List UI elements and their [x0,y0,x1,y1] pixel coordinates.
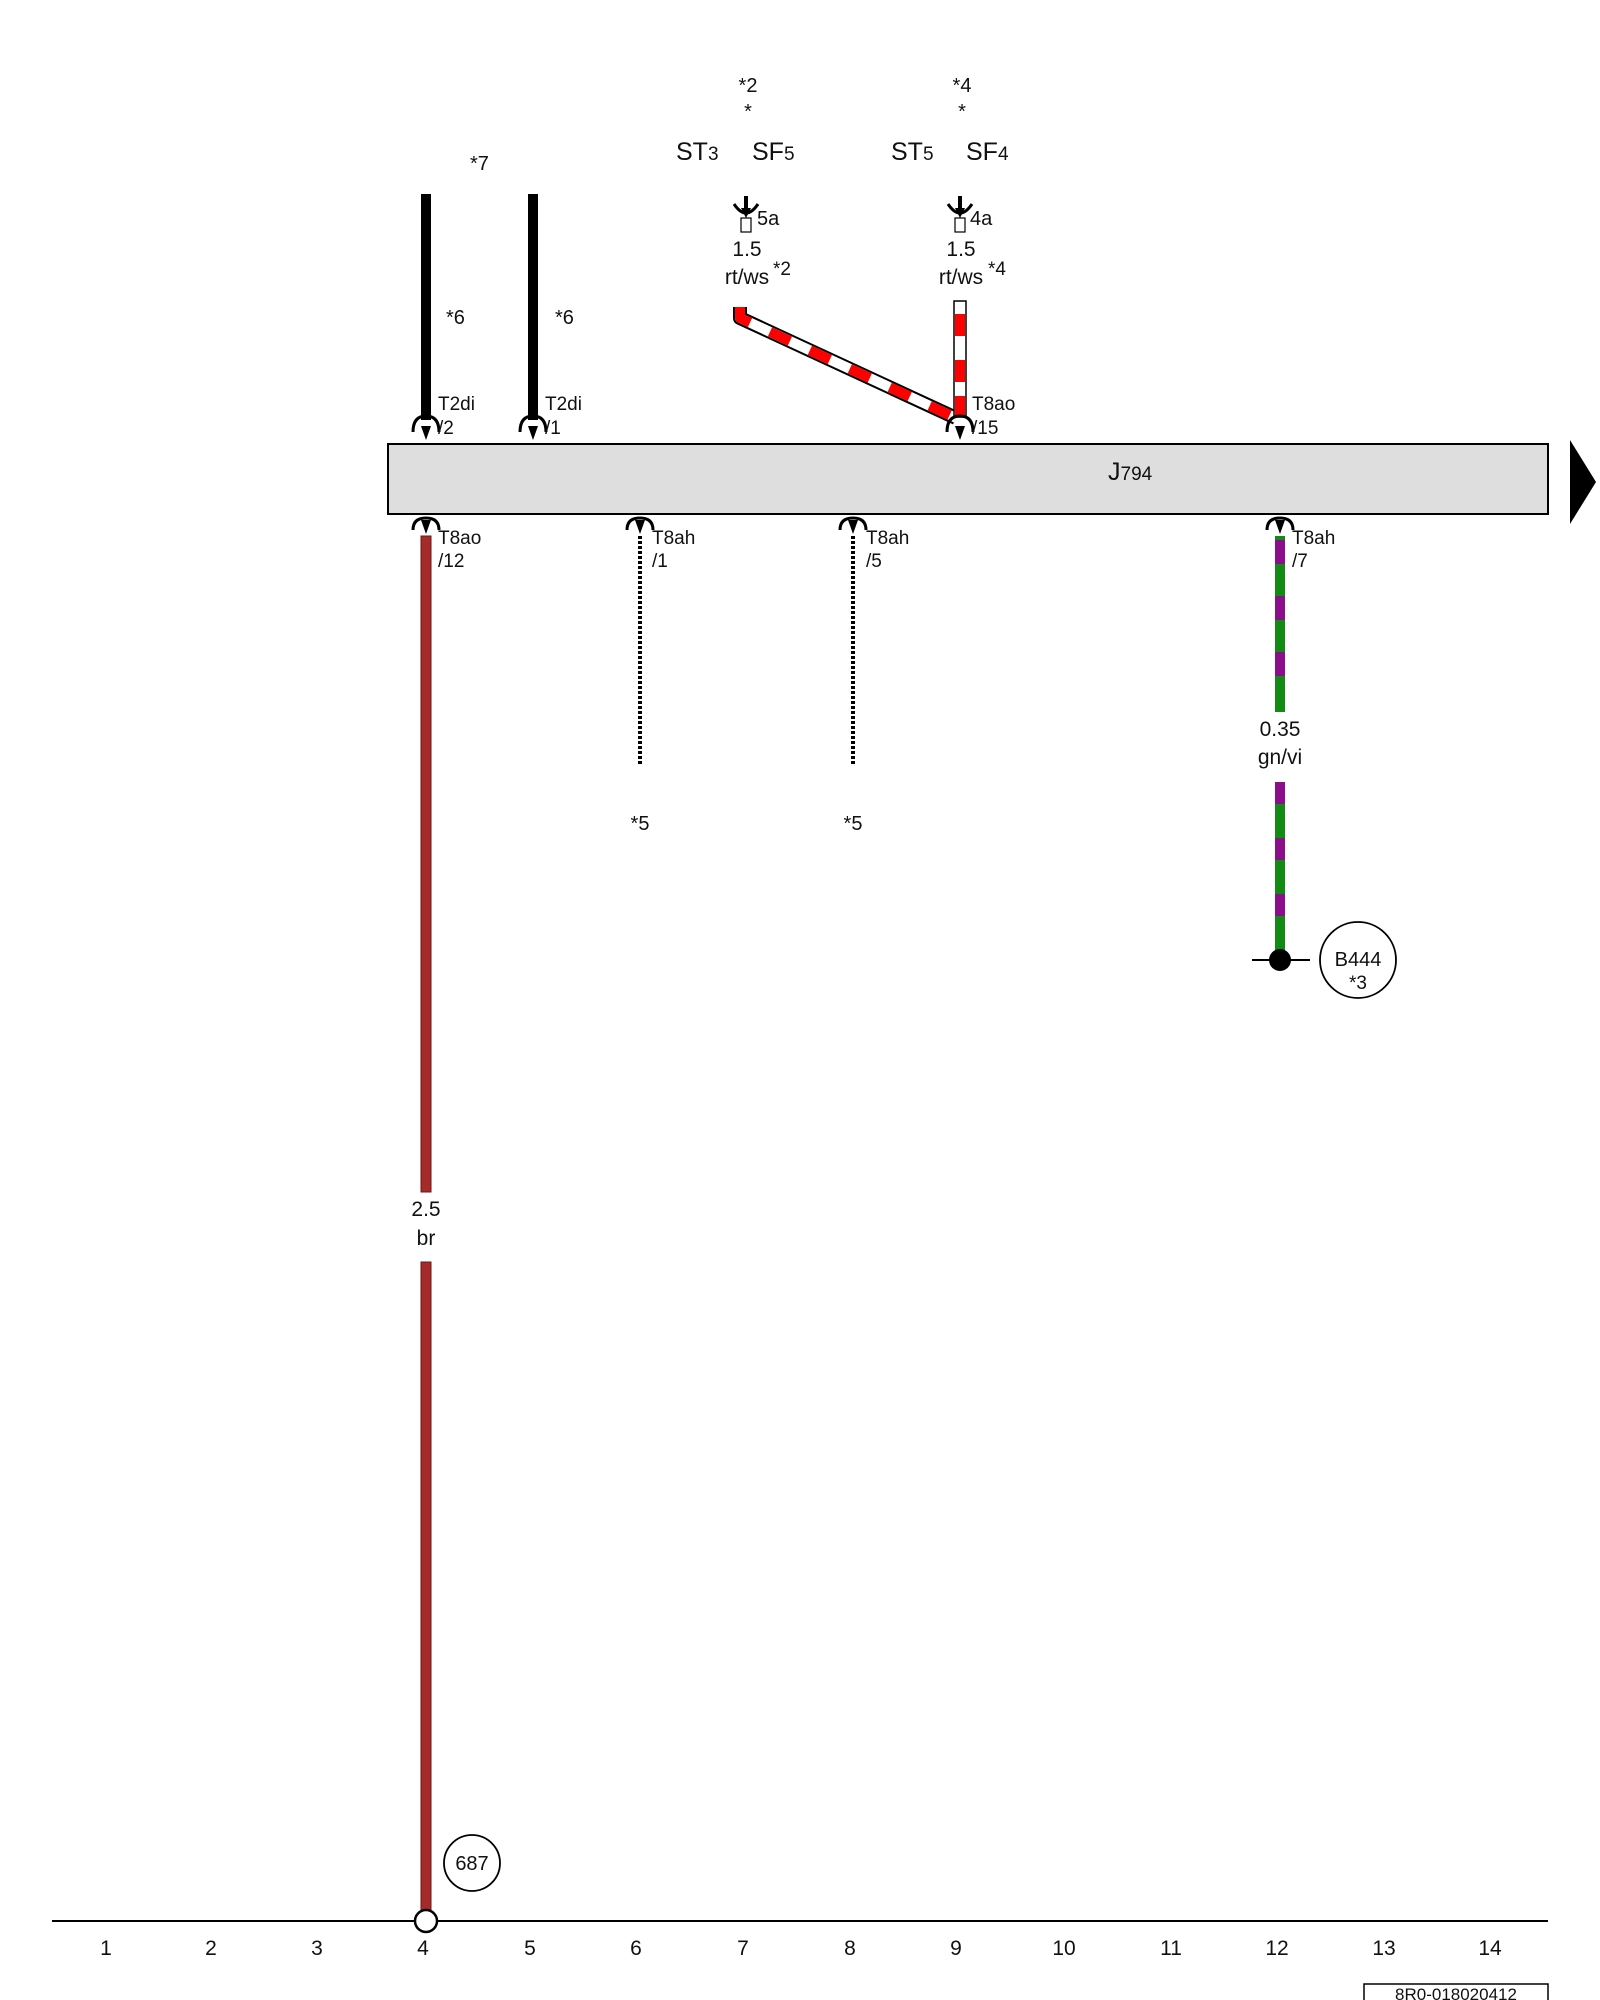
terminal-label: 5a [757,208,780,230]
pin-label: /1 [652,551,668,572]
pin-label: /2 [438,418,454,439]
wire-size-label: 2.5 [411,1198,440,1221]
wire-gnvi-upper [1275,536,1285,712]
pin-label: /15 [972,418,998,439]
wire-color-label: br [417,1227,436,1250]
pin-label: T8ao [438,528,481,549]
wire-note: *6 [446,307,465,329]
pin-connector-icon [411,414,441,440]
pin-connector-icon [518,414,548,440]
pin-label: T2di [545,394,582,415]
wire-rtws-vertical [953,300,967,418]
footnote-star: * [744,101,752,123]
top-connector-labels: *2 * *4 * ST3 SF5 ST5 SF4 *7 [470,75,1009,175]
ref-circle-687 [443,1834,501,1892]
column-number: 6 [630,1937,642,1960]
wire-brown-lower [420,1261,432,1923]
wire-size-label: 1.5 [946,238,975,261]
wire-color-label: rt/ws [939,266,983,289]
ref-label: 687 [455,1853,488,1875]
wire-rtws-diagonal [733,307,959,425]
footnote-star: * [958,101,966,123]
column-number: 11 [1160,1937,1182,1960]
column-numbers: 1 2 3 4 5 6 7 8 9 10 11 12 13 14 [100,1937,1502,1960]
column-number: 10 [1052,1937,1075,1960]
wire-black-1 [421,194,431,420]
wire-black-2 [528,194,538,420]
terminal-4a-icon [946,196,974,233]
column-number: 5 [524,1937,536,1960]
ref-note: *3 [1349,973,1367,994]
wire-note: *6 [555,307,574,329]
wire-brown-upper [420,535,432,1193]
wire-gnvi-lower [1275,782,1285,958]
column-number: 1 [100,1937,112,1960]
wire-size-label: 1.5 [732,238,761,261]
wire-color-label: rt/ws [725,266,769,289]
column-number: 14 [1478,1937,1502,1960]
pin-label: /1 [545,418,561,439]
ref-label: B444 [1335,949,1382,971]
pin-label: /7 [1292,551,1308,572]
footnote-label: *4 [953,75,972,97]
column-number: 9 [950,1937,962,1960]
terminal-5a-icon [732,196,760,233]
terminal-label: 4a [970,208,993,230]
wire-color-label: gn/vi [1258,746,1302,769]
pin-label: T8ao [972,394,1015,415]
footnote-label: *7 [470,153,489,175]
pin-label: /5 [866,551,882,572]
wire-note: *5 [844,813,863,835]
pin-label: T8ah [866,528,909,549]
column-number: 7 [737,1937,749,1960]
ground-junction-icon [413,1908,439,1934]
pin-label: /12 [438,551,464,572]
pin-label: T2di [438,394,475,415]
pin-connector-icon [838,516,868,534]
column-number: 12 [1265,1937,1288,1960]
doc-id-box [1363,1983,1549,2000]
footnote-label: *2 [739,75,758,97]
pin-connector-icon [1265,516,1295,534]
pin-connector-icon [625,516,655,534]
continuation-arrow-icon [1570,440,1596,524]
ref-circle-b444 [1319,921,1397,999]
connector-st3: ST3 [676,138,719,166]
doc-id-label: 8R0-018020412 [1395,1985,1517,2000]
wire-note: *2 [773,259,791,280]
wire-note: *4 [988,259,1006,280]
wire-size-label: 0.35 [1260,718,1301,741]
column-number: 3 [311,1937,323,1960]
connector-sf4: SF4 [966,138,1009,166]
column-number: 13 [1372,1937,1395,1960]
pin-connector-icon [945,414,975,440]
pin-connector-icon [411,516,441,534]
wire-note: *5 [631,813,650,835]
connector-sf5: SF5 [752,138,795,166]
splice-dot-icon [1269,949,1291,971]
column-number: 4 [417,1937,429,1960]
component-j794 [387,443,1549,515]
column-number: 2 [205,1937,217,1960]
pin-label: T8ah [1292,528,1335,549]
connector-st5: ST5 [891,138,934,166]
component-label: J794 [1108,458,1153,486]
pin-label: T8ah [652,528,695,549]
column-number: 8 [844,1937,856,1960]
